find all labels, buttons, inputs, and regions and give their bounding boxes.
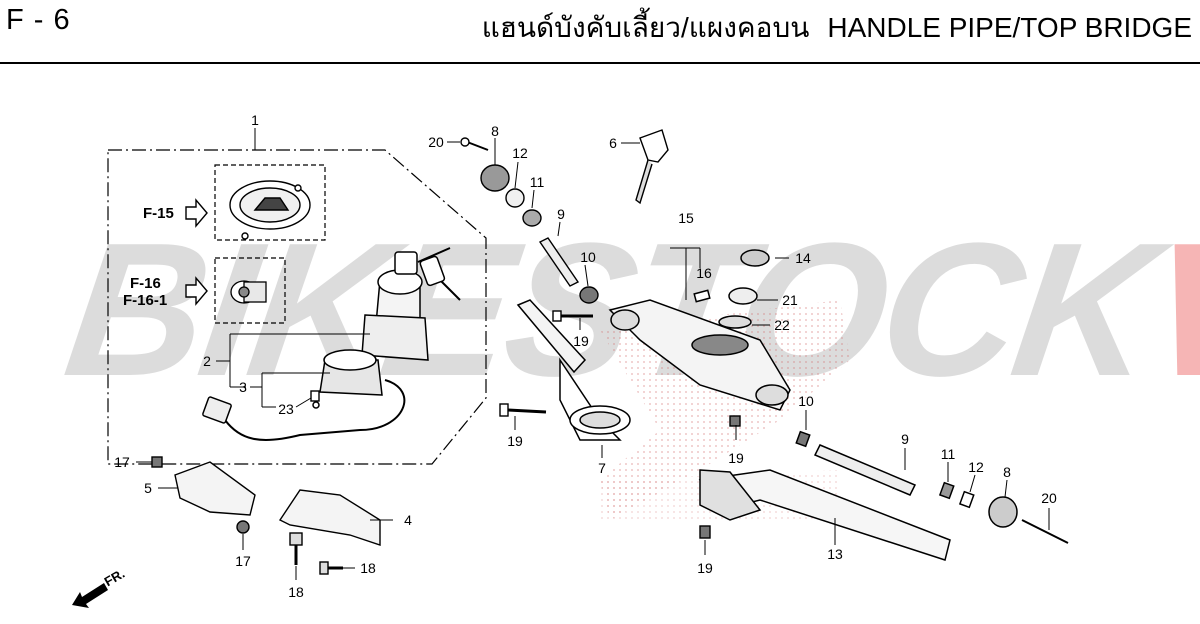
key <box>635 129 669 205</box>
ignition-switch <box>202 247 461 441</box>
callout-12: 12 <box>512 145 528 161</box>
callout-22: 22 <box>774 317 790 333</box>
bolts <box>151 310 741 575</box>
front-direction-arrow <box>72 583 108 608</box>
callout-10-right: 10 <box>798 393 814 409</box>
callout-18: 18 <box>288 584 304 600</box>
callout-18-right: 18 <box>360 560 376 576</box>
callout-8-right: 8 <box>1003 464 1011 480</box>
callout-17: 17 <box>114 454 130 470</box>
callout-16: 16 <box>696 265 712 281</box>
top-bridge <box>608 249 791 411</box>
callout-3: 3 <box>239 379 247 395</box>
reference-f16-1: F-16-1 <box>123 292 168 309</box>
callout-19-bottom: 19 <box>697 560 713 576</box>
callout-19-left: 19 <box>507 433 523 449</box>
ignition-kit-outline <box>107 149 487 465</box>
callout-19: 19 <box>573 333 589 349</box>
callout-15: 15 <box>678 210 694 226</box>
callout-11: 11 <box>529 174 545 190</box>
callout-4: 4 <box>404 512 412 528</box>
callout-21: 21 <box>782 292 798 308</box>
callout-20-right: 20 <box>1041 490 1057 506</box>
callout-13: 13 <box>827 546 843 562</box>
page-title-english: HANDLE PIPE/TOP BRIDGE <box>827 12 1192 43</box>
callout-17-bottom: 17 <box>235 553 251 569</box>
page-title: แฮนด์บังคับเลี้ยว/แผงคอบน HANDLE PIPE/TOP… <box>482 6 1192 50</box>
callout-10: 10 <box>580 249 596 265</box>
callout-7: 7 <box>598 460 606 476</box>
right-clip-on-handlebar <box>698 430 1069 561</box>
page-title-thai: แฮนด์บังคับเลี้ยว/แผงคอบน <box>481 12 810 43</box>
callout-12-right: 12 <box>968 459 984 475</box>
callout-6: 6 <box>609 135 617 151</box>
reference-f15: F-15 <box>143 205 174 222</box>
lower-brackets <box>174 461 381 546</box>
callout-23: 23 <box>278 401 294 417</box>
seat-lock <box>230 280 267 304</box>
callout-11-right: 11 <box>940 446 956 462</box>
page-code: F - 6 <box>6 4 71 36</box>
fuel-cap <box>229 180 311 240</box>
reference-arrows <box>185 198 208 306</box>
callout-2: 2 <box>203 353 211 369</box>
reference-f16: F-16 <box>130 275 161 292</box>
callout-9-right: 9 <box>901 431 909 447</box>
left-clip-on-handlebar <box>516 299 631 441</box>
callout-1: 1 <box>251 112 259 128</box>
upper-handlebar-hardware <box>460 137 599 304</box>
header-rule <box>0 62 1200 64</box>
callout-20: 20 <box>428 134 444 150</box>
leader-lines <box>136 128 1050 580</box>
callout-14: 14 <box>795 250 811 266</box>
callout-19-center: 19 <box>728 450 744 466</box>
callout-9: 9 <box>557 206 565 222</box>
callout-5: 5 <box>144 480 152 496</box>
callout-8: 8 <box>491 123 499 139</box>
